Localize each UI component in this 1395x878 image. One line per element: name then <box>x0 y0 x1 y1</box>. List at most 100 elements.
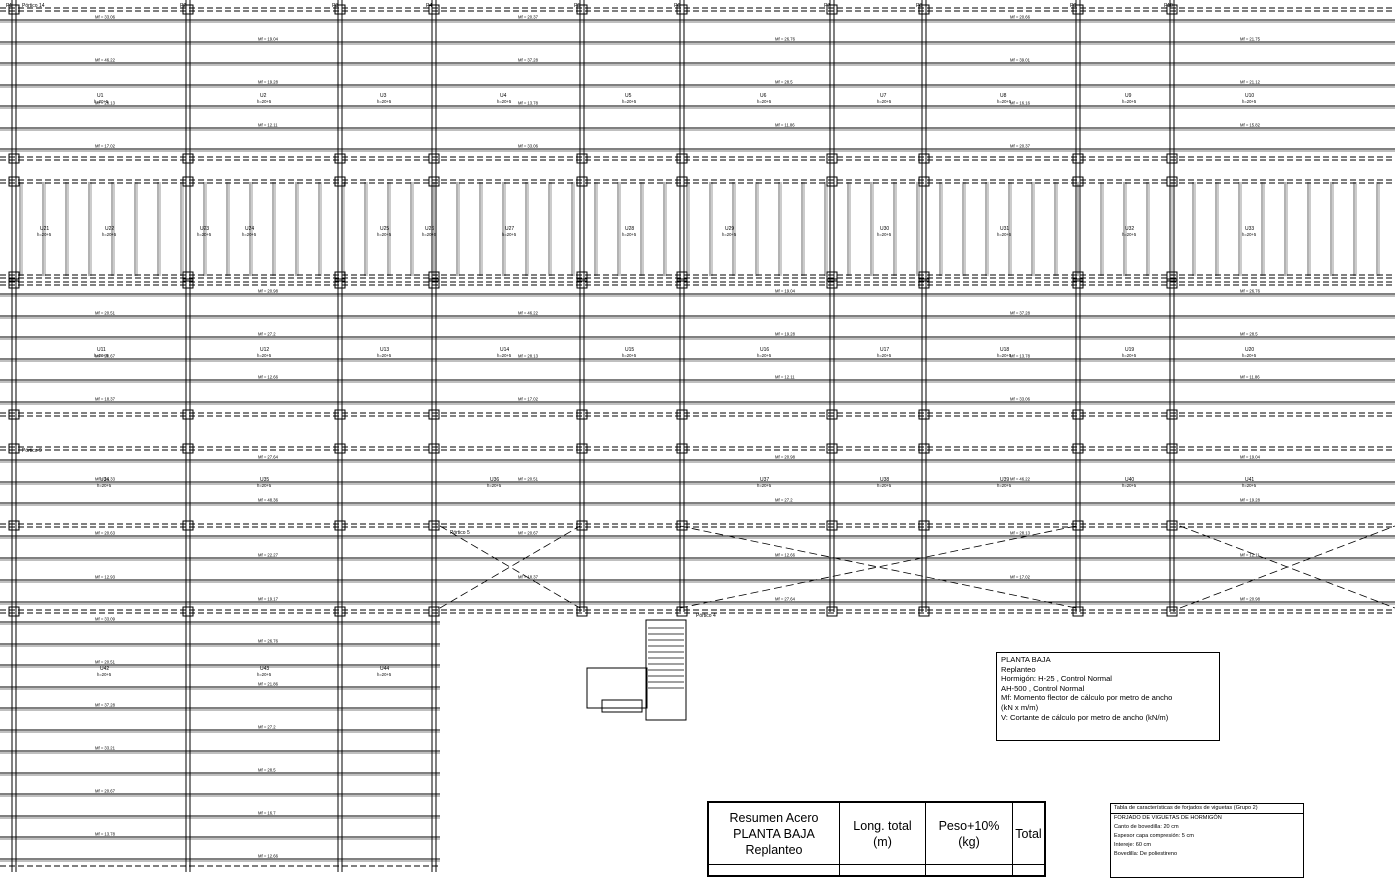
panel-label: U19 <box>1125 347 1134 353</box>
moment-label: Mf = 46.22 <box>518 311 539 316</box>
moment-label: Mf = 20.66 <box>1010 15 1031 20</box>
pillar-square <box>428 176 440 187</box>
forjado-canto: Canto de bovedilla: 20 cm <box>1114 824 1179 831</box>
pillar-label: P8 <box>916 3 922 9</box>
pillar-square <box>826 176 838 187</box>
slab-spec-label: h=20+5 <box>1122 483 1137 488</box>
pillar-square <box>918 278 930 289</box>
slab-spec-label: h=20+5 <box>757 99 772 104</box>
legend-subtitle: Replanteo <box>1001 664 1036 674</box>
moment-label: Mf = 19.28 <box>258 80 279 85</box>
summary-weight-unit: (kg) <box>958 834 980 849</box>
moment-label: Mf = 20.51 <box>518 477 539 482</box>
slab-spec-label: h=20+5 <box>1242 232 1257 237</box>
moment-label: Mf = 19.28 <box>775 332 796 337</box>
moment-label: Mf = 33.21 <box>95 746 116 751</box>
moment-label: Mf = 33.06 <box>518 144 539 149</box>
panel-label: U21 <box>40 226 49 232</box>
slab-spec-label: h=20+5 <box>94 353 109 358</box>
panel-label: U6 <box>760 93 767 99</box>
pillar-square <box>576 153 588 164</box>
moment-label: Mf = 33.06 <box>1010 397 1031 402</box>
pillar-square <box>826 4 838 15</box>
slab-spec-label: h=20+5 <box>757 483 772 488</box>
pillar-square <box>676 176 688 187</box>
slab-spec-label: h=20+5 <box>377 672 392 677</box>
moment-label: Mf = 12.11 <box>258 123 278 128</box>
slab-spec-label: h=20+5 <box>997 232 1012 237</box>
slab-spec-label: h=20+5 <box>257 672 272 677</box>
pillar-square <box>1166 520 1178 531</box>
panel-label: U20 <box>1245 347 1254 353</box>
panel-label: U12 <box>260 347 269 353</box>
pillar-square <box>428 271 440 282</box>
panel-label: U40 <box>1125 477 1134 483</box>
slab-spec-label: h=20+5 <box>877 99 892 104</box>
moment-label: Mf = 20.98 <box>1240 597 1261 602</box>
slab-spec-label: h=20+5 <box>197 232 212 237</box>
pillar-square <box>826 520 838 531</box>
pillar-label: P10 <box>1164 3 1173 9</box>
pillar-square <box>826 443 838 454</box>
pillar-square <box>428 443 440 454</box>
panel-label: U22 <box>105 226 114 232</box>
slab-spec-label: h=20+5 <box>422 232 437 237</box>
moment-label: Mf = 26.76 <box>1240 289 1261 294</box>
panel-label: U31 <box>1000 226 1009 232</box>
panel-label: U33 <box>1245 226 1254 232</box>
summary-row-cell <box>839 864 926 876</box>
drawing-labels: P1P2P3P4P5P6P7P8P9P10P11P12P13P14Pórtico… <box>6 3 1261 859</box>
pillar-label: P1 <box>6 3 12 9</box>
pillar-label: P4 <box>426 3 432 9</box>
panel-label: U18 <box>1000 347 1009 353</box>
panel-label: U36 <box>490 477 499 483</box>
slab-spec-label: h=20+5 <box>877 232 892 237</box>
slab-spec-label: h=20+5 <box>997 99 1012 104</box>
forjado-header: Tabla de características de forjados de … <box>1111 804 1303 815</box>
pillar-label: P2 <box>180 3 186 9</box>
moment-label: Mf = 16.7 <box>258 811 276 816</box>
moment-label: Mf = 11.86 <box>1240 375 1260 380</box>
pillar-square <box>1166 409 1178 420</box>
panel-label: U11 <box>97 347 106 353</box>
moment-label: Mf = 20.37 <box>518 15 539 20</box>
portico-label: Pórtico 9 <box>22 448 42 454</box>
steel-summary-table: Resumen Acero PLANTA BAJA Replanteo Long… <box>707 801 1046 877</box>
panel-label: U2 <box>260 93 267 99</box>
portico-label: Pórtico 14 <box>22 3 45 9</box>
pillar-square <box>1072 443 1084 454</box>
moment-label: Mf = 37.28 <box>1010 311 1031 316</box>
moment-label: Mf = 12.11 <box>775 375 795 380</box>
pillar-square <box>1072 4 1084 15</box>
panel-label: U43 <box>260 666 269 672</box>
slab-spec-label: h=20+5 <box>622 353 637 358</box>
moment-label: Mf = 18.37 <box>518 575 539 580</box>
pillar-square <box>182 520 194 531</box>
pillar-square <box>334 409 346 420</box>
moment-label: Mf = 21.33 <box>95 477 116 482</box>
slab-spec-label: h=20+5 <box>722 232 737 237</box>
moment-label: Mf = 27.64 <box>775 597 796 602</box>
moment-label: Mf = 26.76 <box>775 37 796 42</box>
pillar-label: P9 <box>1070 3 1076 9</box>
moment-label: Mf = 19.04 <box>258 37 279 42</box>
pillar-square <box>8 176 20 187</box>
pillar-square <box>1166 443 1178 454</box>
summary-length-label: Long. total <box>853 818 912 833</box>
pillar-label: P5 <box>574 3 580 9</box>
moment-label: Mf = 46.22 <box>1010 477 1031 482</box>
moment-label: Mf = 13.78 <box>1010 354 1031 359</box>
pillar-label: P6 <box>674 3 680 9</box>
moment-label: Mf = 12.66 <box>258 375 279 380</box>
pillar-square <box>826 409 838 420</box>
summary-row-cell <box>925 864 1013 876</box>
moment-label: Mf = 37.28 <box>95 703 116 708</box>
panel-label: U44 <box>380 666 389 672</box>
pillar-square <box>576 176 588 187</box>
pillar-square <box>826 153 838 164</box>
moment-label: Mf = 27.2 <box>258 725 276 730</box>
pillar-square <box>182 409 194 420</box>
slab-spec-label: h=20+5 <box>37 232 52 237</box>
pillar-square <box>428 4 440 15</box>
panel-label: U16 <box>760 347 769 353</box>
